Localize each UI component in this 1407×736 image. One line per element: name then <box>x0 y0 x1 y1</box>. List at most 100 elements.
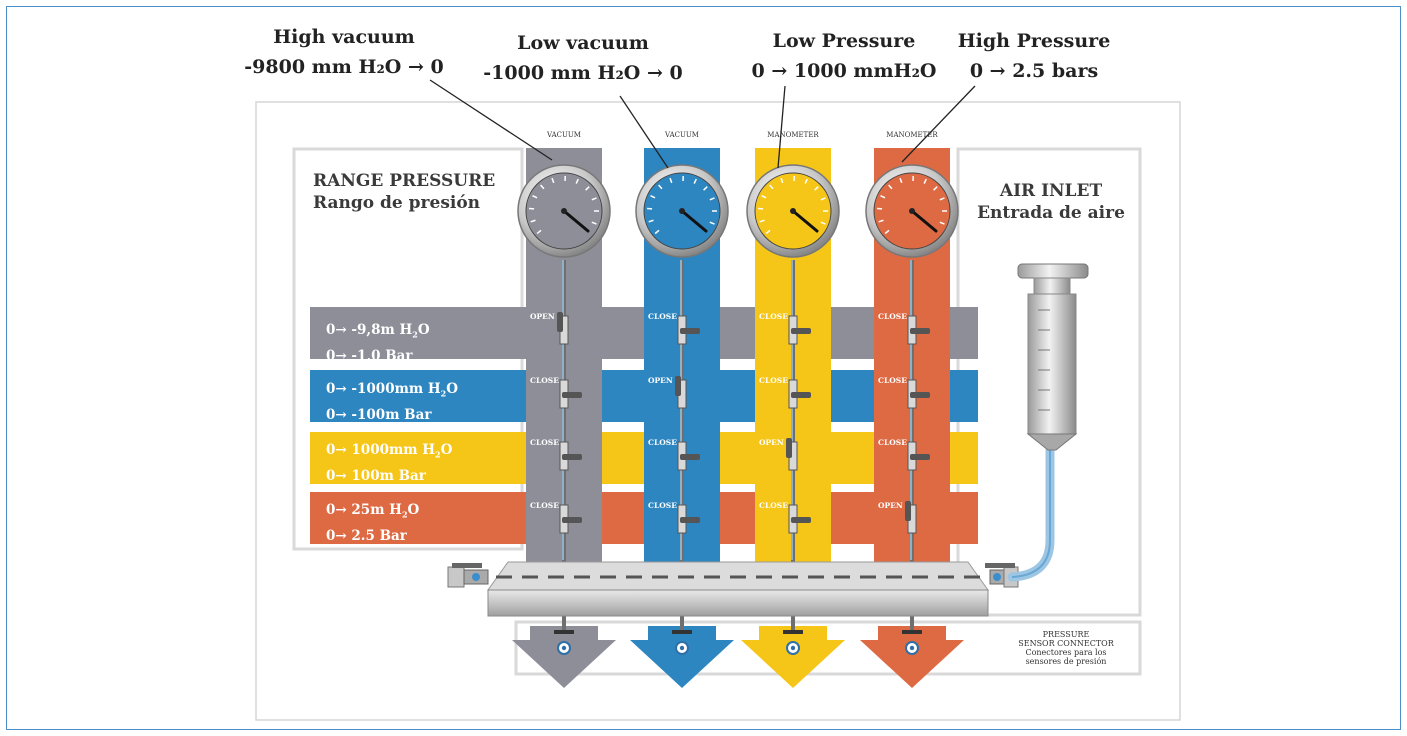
connector-port-dot <box>561 645 567 651</box>
connector-line4: sensores de presión <box>1025 657 1107 666</box>
valve-close: CLOSE <box>648 438 700 471</box>
port-handle <box>672 630 692 634</box>
gauge-tick <box>658 184 663 190</box>
gauge-needle <box>910 209 938 233</box>
header-range: 0 → 2.5 bars <box>969 60 1099 82</box>
valve-close: CLOSE <box>759 501 811 534</box>
valve-label: OPEN <box>648 376 673 385</box>
band-subscript: 2 <box>412 329 418 340</box>
valve-handle-closed <box>680 454 700 460</box>
connector-box <box>514 620 1142 676</box>
gauge-needle <box>562 209 590 233</box>
gauge-hub <box>790 208 796 214</box>
band-line1-end: O <box>446 381 458 397</box>
valve-label: OPEN <box>878 501 903 510</box>
valve-label: CLOSE <box>530 376 559 385</box>
gauge-tick <box>761 194 767 199</box>
gauge-tick <box>530 219 536 223</box>
band-line1-end: O <box>417 322 430 338</box>
port-handle <box>783 630 803 634</box>
column-2: VACUUM CLOSE OPEN CLOSE CLOSE <box>630 131 734 688</box>
connector-port-dot <box>909 645 915 651</box>
valve-handle-open <box>905 501 911 521</box>
gauge-tick <box>884 229 890 235</box>
valve-close: CLOSE <box>530 376 582 409</box>
gauge-tick <box>804 178 808 184</box>
band-line1-end: O <box>440 442 453 458</box>
gauge-tick <box>693 178 697 184</box>
column-label: MANOMETER <box>767 131 819 139</box>
gauge-tick <box>591 197 597 201</box>
header-high-pressure: High Pressure 0 → 2.5 bars <box>950 26 1118 86</box>
gauge-tick <box>650 194 656 199</box>
gauge-tick <box>880 194 886 199</box>
gauge-tick <box>540 184 545 190</box>
gauge-hub <box>679 208 685 214</box>
band-line1: 0→ -1000mm H <box>326 381 441 397</box>
band-subscript: 2 <box>440 388 447 399</box>
valve-close: CLOSE <box>759 376 811 409</box>
column-label: VACUUM <box>664 131 699 139</box>
gauge-tick <box>769 184 774 190</box>
leader-lines <box>429 79 976 169</box>
gauge-tick <box>648 219 654 223</box>
valve-label: OPEN <box>759 438 784 447</box>
arrow-head-icon <box>512 640 616 688</box>
band-line1-end: O <box>407 502 420 518</box>
header-title: High vacuum <box>273 26 415 48</box>
gauge-tick <box>703 186 708 191</box>
gauge-tick <box>654 229 660 235</box>
gauge-tick <box>814 186 819 191</box>
valve-open: OPEN <box>878 501 917 534</box>
valve-handle-closed <box>910 454 930 460</box>
valve-label: CLOSE <box>530 438 559 447</box>
air-inlet-title: AIR INLET Entrada de aire <box>968 180 1134 224</box>
valve-close: CLOSE <box>878 312 930 345</box>
gauge-hub <box>909 208 915 214</box>
band-text-blue: 0→ -1000mm H2O 0→ -100m Bar <box>326 379 458 426</box>
valve-open: OPEN <box>530 312 569 345</box>
valve-handle-closed <box>910 328 930 334</box>
band-line2: 0→ 100m Bar <box>326 467 426 484</box>
valve-handle-closed <box>562 392 582 398</box>
range-pressure-subheading: Rango de presión <box>313 193 481 213</box>
gauge-tick <box>888 184 893 190</box>
header-title: Low vacuum <box>517 32 649 54</box>
arrow-head-icon <box>860 640 964 688</box>
gauge-needle <box>680 209 708 233</box>
valve-close: CLOSE <box>878 376 930 409</box>
valve-label: CLOSE <box>878 438 907 447</box>
header-title: High Pressure <box>957 30 1111 52</box>
band-line2: 0→ 2.5 Bar <box>326 527 407 544</box>
gauge-tick <box>536 229 542 235</box>
column-label: VACUUM <box>546 131 581 139</box>
band-subscript: 2 <box>401 509 408 520</box>
gauge-tick <box>780 177 784 184</box>
gauge-tick <box>669 177 673 184</box>
air-inlet-heading: AIR INLET <box>999 181 1103 201</box>
gauge-tick <box>551 177 555 184</box>
header-low-pressure: Low Pressure 0 → 1000 mmH₂O <box>742 26 946 86</box>
valve-label: CLOSE <box>648 438 677 447</box>
valve-label: CLOSE <box>648 501 677 510</box>
gauge-hub <box>561 208 567 214</box>
connector-port-dot <box>790 645 796 651</box>
valve-close: CLOSE <box>878 438 930 471</box>
band-line1: 0→ -9,8m H <box>326 322 413 338</box>
figure-frame <box>6 6 1401 730</box>
header-title: Low Pressure <box>772 30 916 52</box>
gauge-tick <box>591 221 597 225</box>
header-range: -1000 mm H₂O → 0 <box>483 62 683 84</box>
header-low-vacuum: Low vacuum -1000 mm H₂O → 0 <box>470 28 696 88</box>
band-line2: 0→ -100m Bar <box>326 406 432 423</box>
gauge-tick <box>820 221 826 225</box>
gauge-tick <box>899 177 903 184</box>
gauge-tick <box>878 219 884 223</box>
valve-handle-open <box>675 376 681 396</box>
connector-port-dot <box>679 645 685 651</box>
left-end-valve <box>447 563 489 588</box>
header-range: 0 → 1000 mmH₂O <box>751 60 937 82</box>
gauge-needle <box>791 209 819 233</box>
valve-close: CLOSE <box>648 312 700 345</box>
gauge-tick <box>709 221 715 225</box>
